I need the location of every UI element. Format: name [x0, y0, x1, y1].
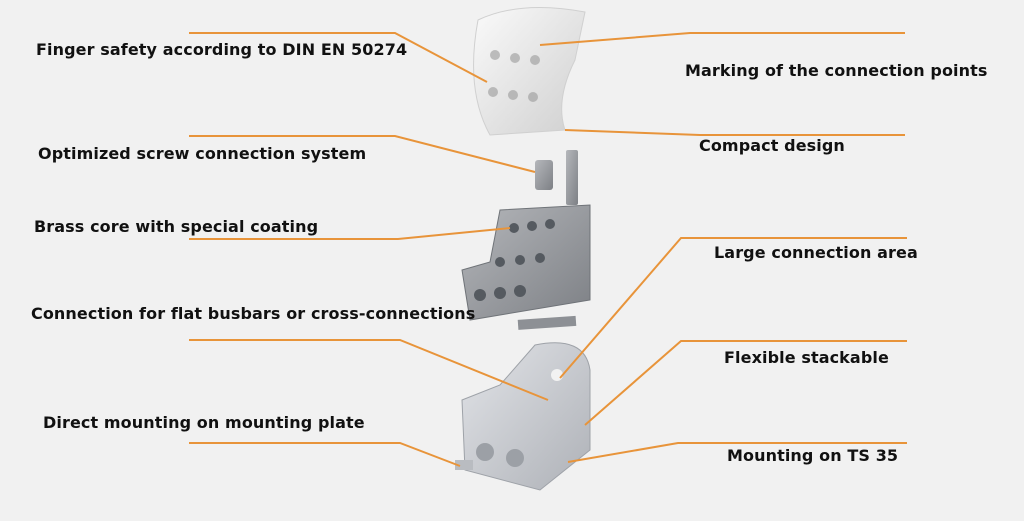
label-flexible-stackable: Flexible stackable — [724, 348, 889, 367]
label-mounting-ts35: Mounting on TS 35 — [727, 446, 899, 465]
label-large-connection-area: Large connection area — [714, 243, 918, 262]
label-direct-mounting: Direct mounting on mounting plate — [43, 413, 365, 432]
label-screw-connection: Optimized screw connection system — [38, 144, 367, 163]
transparent-cover — [473, 7, 586, 136]
housing — [455, 342, 591, 491]
label-flat-busbars: Connection for flat busbars or cross-con… — [31, 304, 476, 323]
label-marking: Marking of the connection points — [685, 61, 988, 80]
label-compact-design: Compact design — [699, 136, 845, 155]
label-brass-core: Brass core with special coating — [34, 217, 319, 236]
screws — [535, 150, 578, 205]
label-finger-safety: Finger safety according to DIN EN 50274 — [36, 40, 408, 59]
leader-lines — [189, 32, 907, 467]
brass-core — [461, 204, 591, 330]
